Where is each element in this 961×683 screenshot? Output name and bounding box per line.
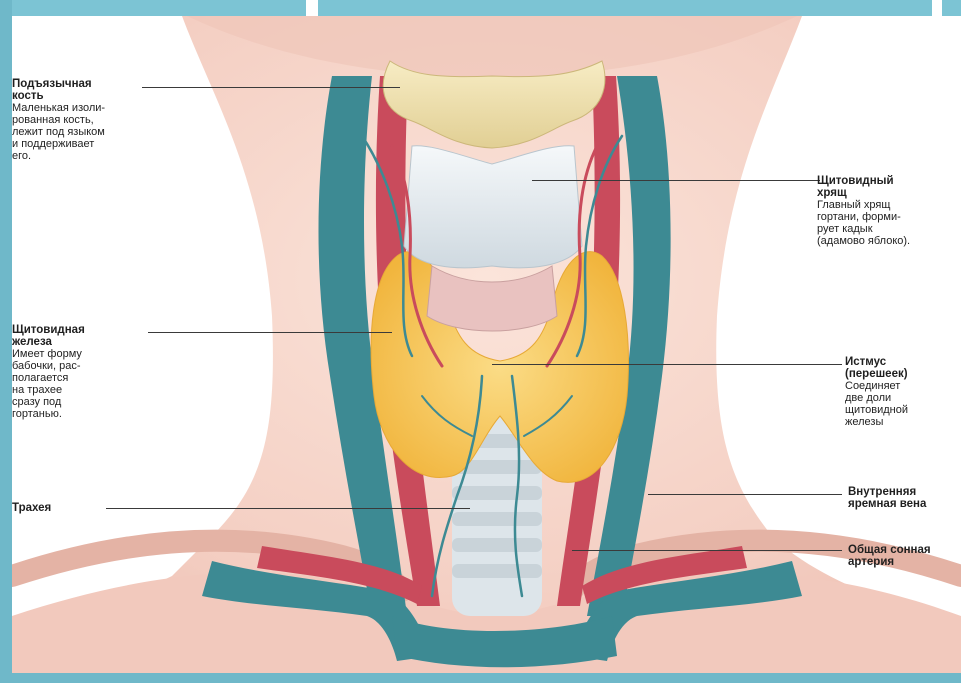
anatomy-canvas: Подъязычная кость Маленькая изоли- рован…	[12, 16, 961, 673]
carotid-artery-title: Общая сонная артерия	[848, 544, 961, 568]
thyroid-cartilage	[404, 146, 582, 268]
thyroid-cartilage-title: Щитовидный хрящ	[817, 175, 957, 199]
thyroid-cartilage-description: Главный хрящ гортани, форми- рует кадык …	[817, 199, 957, 247]
frame-gap	[306, 0, 318, 16]
hyoid-description: Маленькая изоли- рованная кость, лежит п…	[12, 102, 172, 162]
jugular-vein-label: Внутренняя яремная вена	[848, 486, 961, 510]
thyroid-gland-title: Щитовидная железа	[12, 324, 152, 348]
frame-gap	[932, 0, 942, 16]
isthmus-label: Истмус (перешеек) Соединяет две доли щит…	[845, 356, 961, 428]
hyoid-title: Подъязычная кость	[12, 78, 172, 102]
hyoid-leader-line	[142, 87, 400, 88]
frame-top-right-bar	[940, 0, 961, 16]
isthmus-leader-line	[492, 364, 842, 365]
carotid-artery-label: Общая сонная артерия	[848, 544, 961, 568]
trachea-leader-line	[106, 508, 470, 509]
jugular-vein-title: Внутренняя яремная вена	[848, 486, 961, 510]
frame-top-middle-bar	[315, 0, 935, 16]
thyroid-gland-leader-line	[148, 332, 392, 333]
frame-bottom-bar	[0, 673, 961, 683]
carotid-artery-leader-line	[572, 550, 842, 551]
jugular-vein-leader-line	[648, 494, 842, 495]
frame-left-bar	[0, 0, 12, 683]
isthmus-description: Соединяет две доли щитовидной железы	[845, 380, 961, 428]
thyroid-cartilage-leader-line	[532, 180, 820, 181]
trachea-label: Трахея	[12, 502, 102, 514]
thyroid-cartilage-label: Щитовидный хрящ Главный хрящ гортани, фо…	[817, 175, 957, 247]
frame-top-left-bar	[0, 0, 310, 16]
trachea-title: Трахея	[12, 502, 102, 514]
thyroid-gland-label: Щитовидная железа Имеет форму бабочки, р…	[12, 324, 152, 420]
thyroid-gland-description: Имеет форму бабочки, рас- полагается на …	[12, 348, 152, 420]
isthmus-title: Истмус (перешеек)	[845, 356, 961, 380]
hyoid-label: Подъязычная кость Маленькая изоли- рован…	[12, 78, 172, 162]
